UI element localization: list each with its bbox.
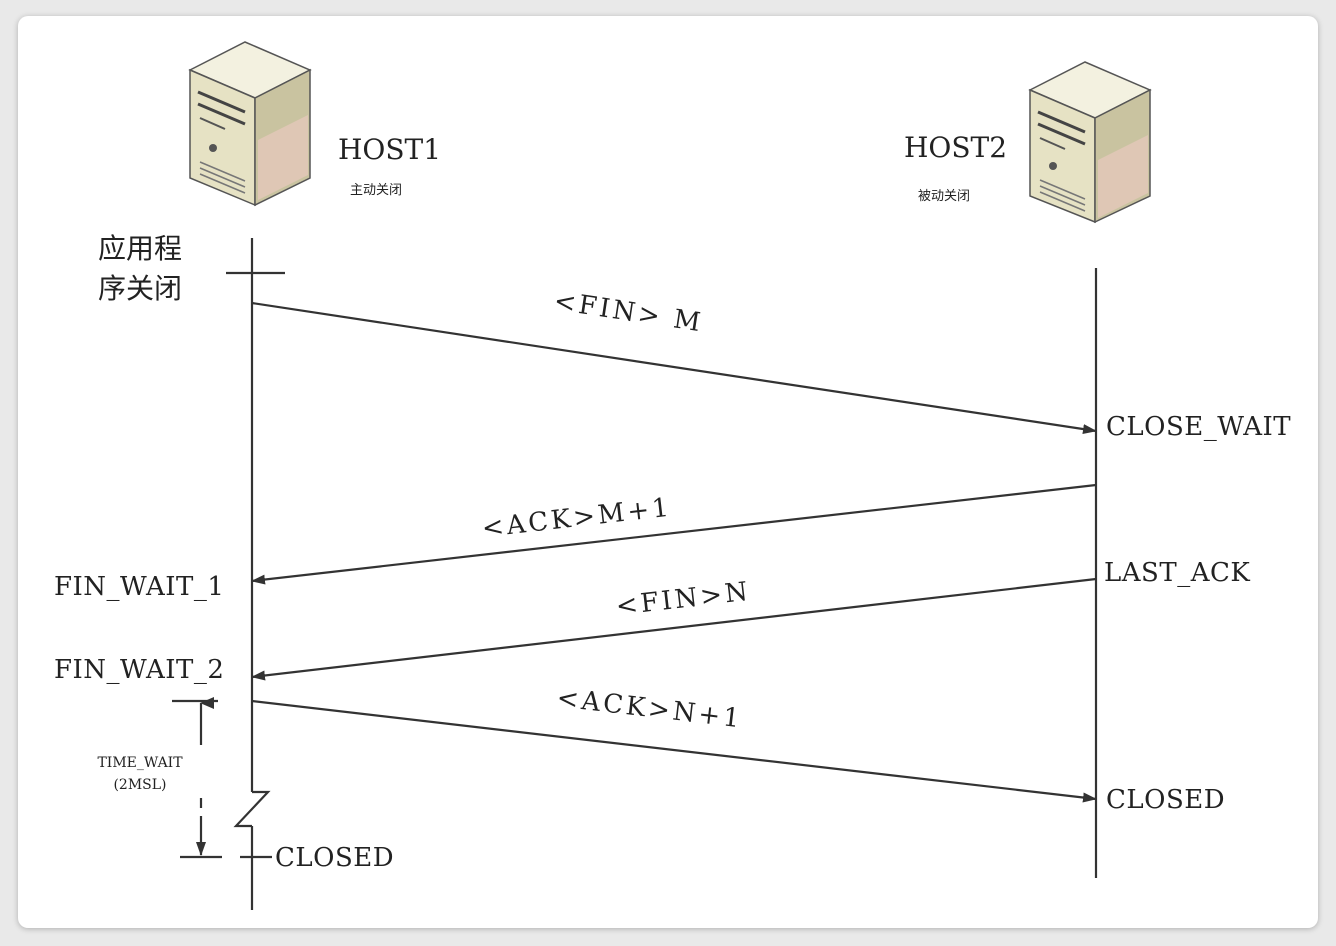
host1-name: HOST1	[338, 133, 441, 166]
fin-m-label: <FIN> M	[552, 286, 705, 338]
host2-state-close-wait: CLOSE_WAIT	[1106, 412, 1291, 442]
app-close-label-line1: 应用程	[98, 232, 182, 265]
host2-server-icon	[1028, 61, 1152, 224]
host1-server-icon	[188, 41, 312, 207]
host2-name: HOST2	[904, 131, 1007, 164]
host1-state-fin-wait-2: FIN_WAIT_2	[54, 655, 224, 685]
time-wait-duration-label: (2MSL)	[113, 777, 166, 793]
host1-state-closed: CLOSED	[275, 843, 394, 873]
fin-n-label: <FIN>N	[614, 577, 752, 622]
fin-n-arrow	[251, 577, 1097, 681]
time-wait-label: TIME_WAIT	[97, 755, 183, 771]
host2-role: 被动关闭	[918, 189, 970, 204]
host1-role: 主动关闭	[350, 183, 402, 198]
host1-state-fin-wait-1: FIN_WAIT_1	[54, 572, 224, 602]
ack-m1-arrow	[251, 483, 1097, 585]
ack-n1-label: <ACK>N+1	[555, 683, 744, 734]
app-close-label-line2: 序关闭	[98, 272, 182, 305]
host2-state-last-ack: LAST_ACK	[1104, 558, 1250, 588]
time-wait-interval-marker	[172, 697, 222, 859]
host2-state-closed: CLOSED	[1106, 785, 1225, 815]
fin-m-arrow	[251, 301, 1097, 434]
host1-lifeline	[226, 238, 285, 910]
ack-n1-arrow	[251, 699, 1097, 803]
